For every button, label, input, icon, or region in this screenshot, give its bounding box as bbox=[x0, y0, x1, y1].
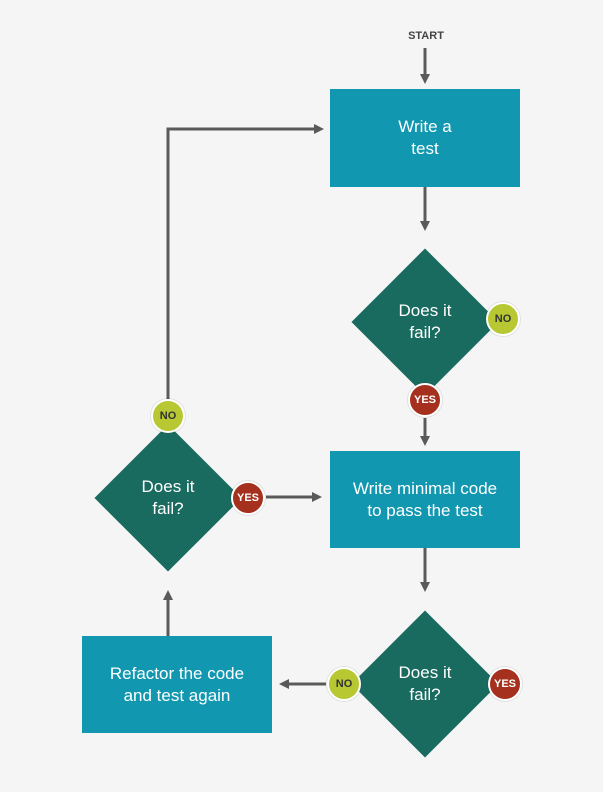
no-badge-decision-2: NO bbox=[327, 667, 361, 701]
yes-badge-decision-2: YES bbox=[488, 667, 522, 701]
process-write-test-label: Write a test bbox=[398, 117, 452, 158]
process-refactor-label: Refactor the code and test again bbox=[109, 663, 245, 705]
process-write-test[interactable]: Write a test bbox=[330, 89, 520, 187]
yes-badge-decision-3: YES bbox=[231, 481, 265, 515]
process-write-code-label: Write minimal code to pass the test bbox=[352, 478, 498, 520]
no-badge-decision-1: NO bbox=[486, 302, 520, 336]
start-label: START bbox=[408, 30, 444, 42]
decision-fail-after-test-label: Does it fail? bbox=[398, 301, 452, 342]
decision-fail-after-refactor-label: Does it fail? bbox=[141, 477, 195, 518]
decision-fail-after-code-label: Does it fail? bbox=[398, 663, 452, 704]
decision-fail-after-refactor[interactable]: Does it fail? bbox=[94, 424, 242, 572]
decision-fail-after-test[interactable]: Does it fail? bbox=[351, 248, 499, 396]
process-write-code[interactable]: Write minimal code to pass the test bbox=[330, 451, 520, 548]
process-refactor[interactable]: Refactor the code and test again bbox=[82, 636, 272, 733]
yes-badge-decision-1: YES bbox=[408, 383, 442, 417]
arrow-no-loop-to-write-test bbox=[166, 124, 324, 400]
decision-fail-after-code[interactable]: Does it fail? bbox=[351, 610, 499, 758]
no-badge-decision-3: NO bbox=[151, 399, 185, 433]
